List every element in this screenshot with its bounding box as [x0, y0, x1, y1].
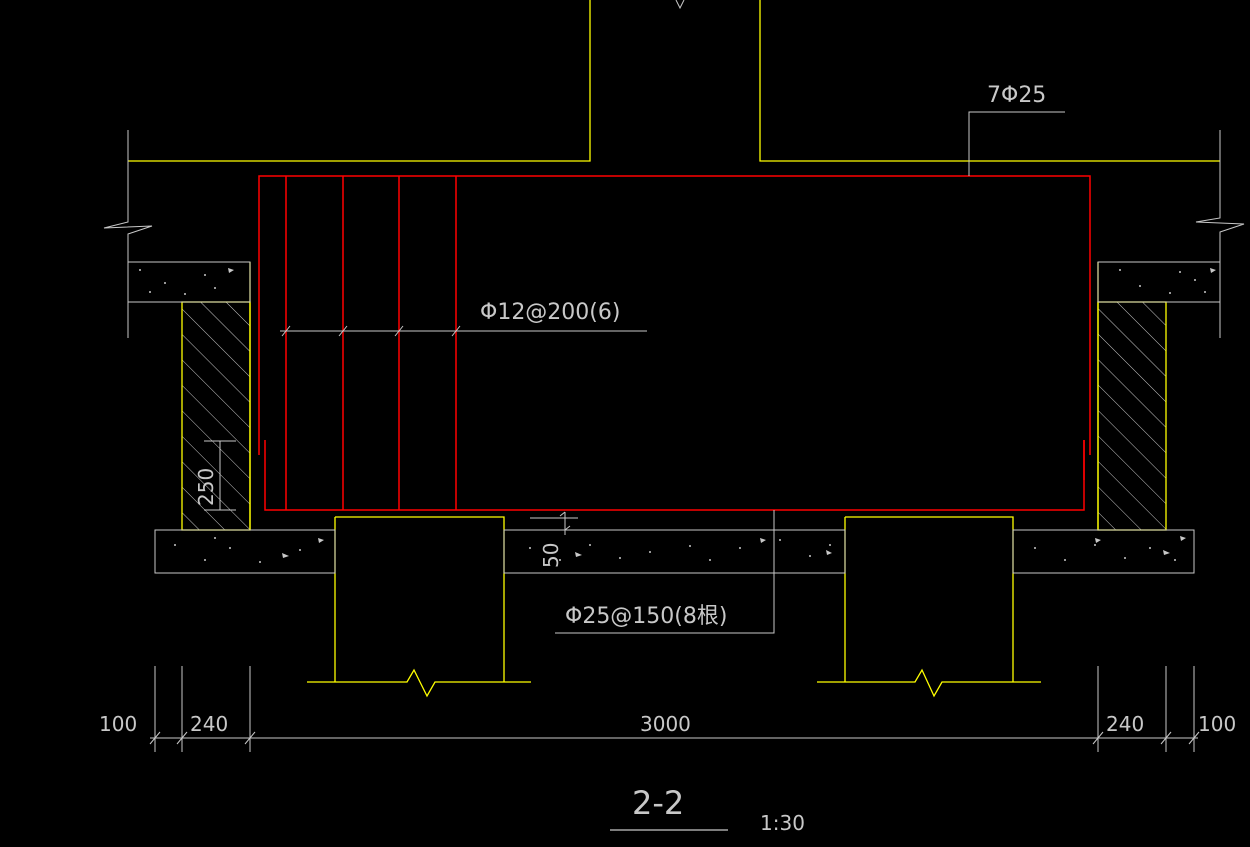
left-vertical-break: [103, 130, 153, 338]
bottom-rebar: [264, 440, 1085, 511]
dim-250-line: [204, 440, 236, 511]
slabs: [103, 0, 1245, 574]
right-vertical-break: [1195, 130, 1245, 338]
section-title: 2-2: [632, 784, 684, 822]
dim-50-label: 50: [539, 543, 563, 568]
dim-ticks: [149, 731, 1200, 745]
upper-column-outline: [128, 0, 1220, 162]
left-break-line: [307, 668, 531, 698]
concrete-speckles: [139, 268, 1216, 563]
left-brick-wall: [181, 301, 251, 531]
left-lower-column: [334, 516, 505, 682]
stirrup-leader-ticks: [281, 325, 461, 337]
bottom-bar-leader: [555, 510, 775, 634]
upper-left-slab: [127, 261, 251, 303]
section-scale: 1:30: [760, 811, 805, 835]
right-break-line: [817, 668, 1041, 698]
rebar: [258, 175, 1091, 511]
main-stirrup-outline: [258, 175, 1091, 455]
top-bar-leader: [968, 111, 1065, 176]
right-lower-column: [844, 516, 1014, 682]
upper-right-slab: [1097, 261, 1221, 303]
top-bar-label: 7Φ25: [987, 83, 1046, 108]
bottom-dimension: [149, 666, 1200, 752]
dim-100-left: 100: [99, 712, 137, 736]
floor-slab: [154, 529, 1195, 574]
stirrup-label: Φ12@200(6): [480, 300, 620, 325]
dim-100-right: 100: [1198, 712, 1236, 736]
right-brick-wall: [1097, 301, 1167, 531]
dim-50-line: [530, 511, 578, 535]
bottom-bar-label: Φ25@150(8根): [565, 604, 727, 629]
dim-250-label: 250: [194, 468, 218, 506]
concrete-outline: [128, 0, 1220, 698]
dim-240-right: 240: [1106, 712, 1144, 736]
leaders: [204, 111, 1065, 634]
dim-3000: 3000: [640, 712, 691, 736]
dim-240-left: 240: [190, 712, 228, 736]
top-mark: [675, 0, 685, 10]
